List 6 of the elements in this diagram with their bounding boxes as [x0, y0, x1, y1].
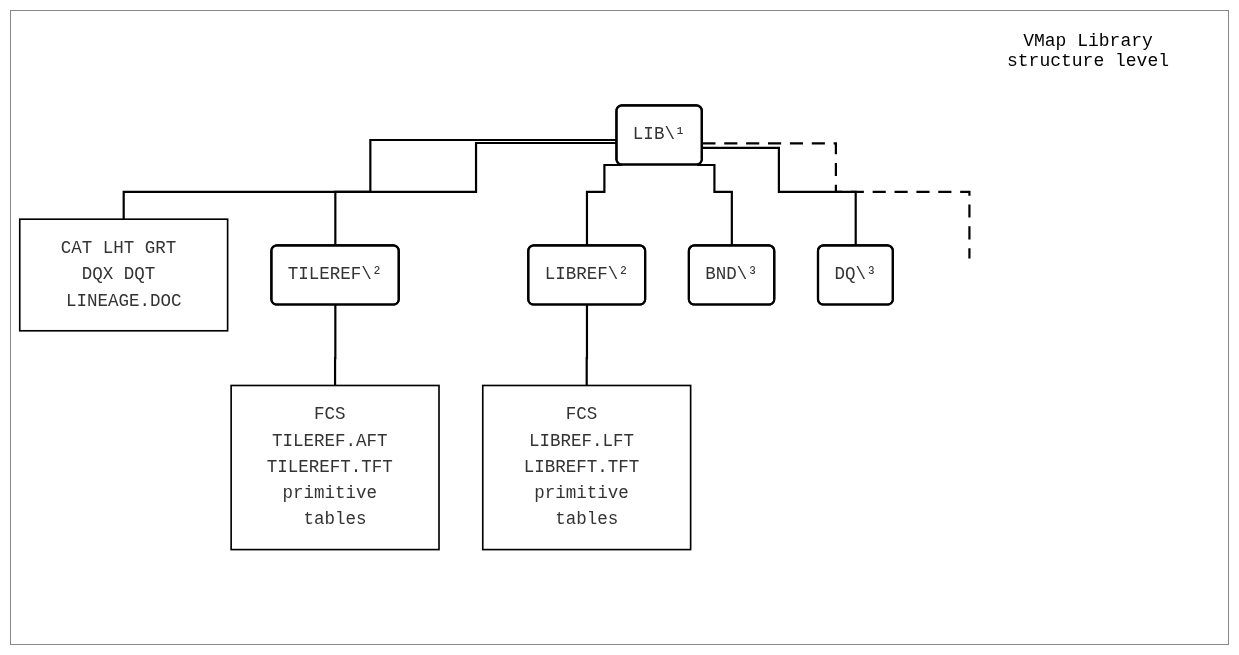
node-box: FCS LIBREF.LFT LIBREFT.TFT primitive tables: [481, 384, 692, 551]
connector: [702, 142, 971, 260]
node-box: FCS TILEREF.AFT TILEREFT.TFT primitive tables: [230, 384, 440, 551]
connector: [122, 138, 617, 221]
node-box: CAT LHT GRT DQX DQT LINEAGE.DOC: [18, 218, 229, 332]
note-text: VMap Library structure level: [1006, 31, 1170, 71]
